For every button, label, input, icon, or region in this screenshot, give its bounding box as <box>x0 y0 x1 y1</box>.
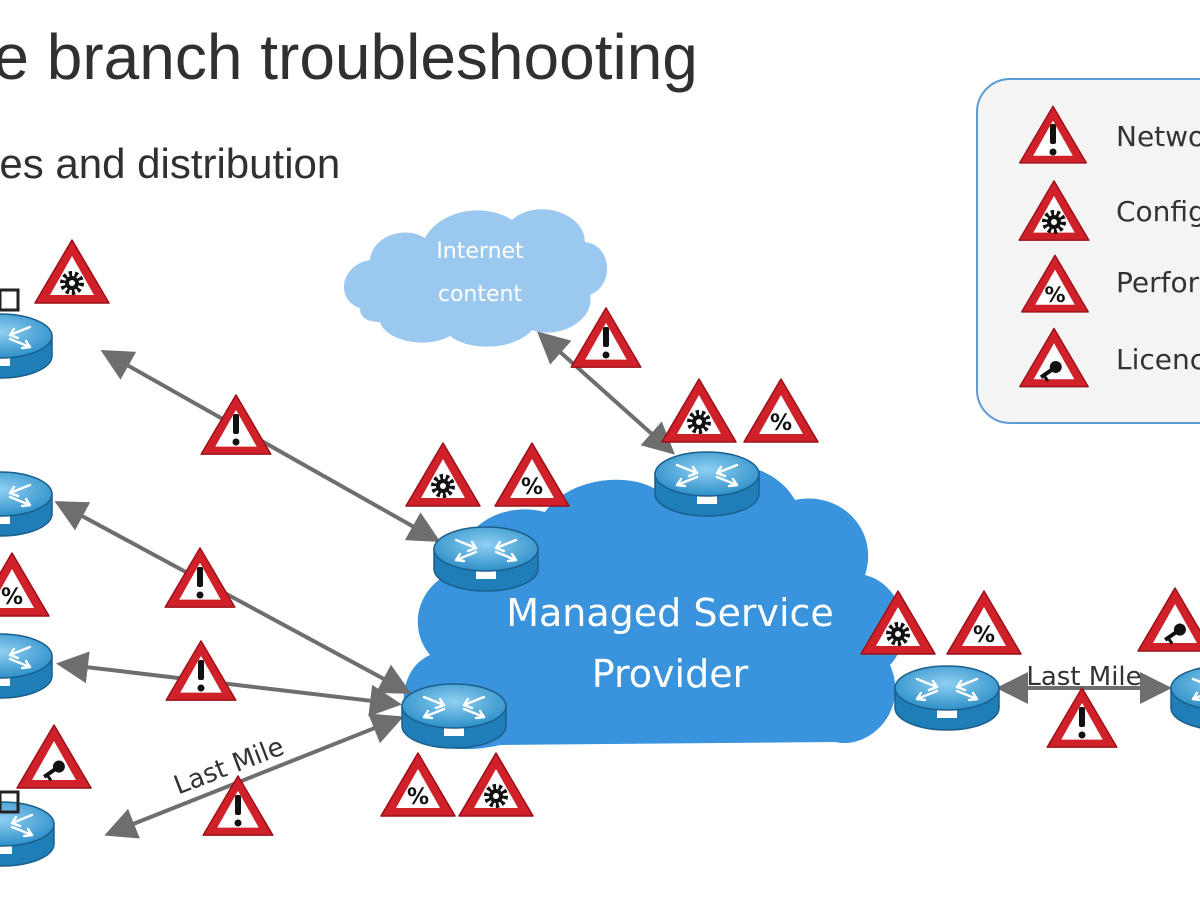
warning-performance-icon: % <box>380 752 456 817</box>
link-branch4-last-mile <box>104 713 404 839</box>
svg-text:%: % <box>770 411 792 436</box>
warning-config-icon <box>405 442 481 507</box>
legend-gear-icon <box>1018 180 1090 241</box>
warning-config-icon <box>458 752 534 817</box>
legend-label-network: Netwo <box>1116 120 1200 153</box>
warning-config-icon <box>34 239 110 304</box>
warning-network-icon <box>164 547 236 608</box>
warning-network-icon <box>165 640 237 701</box>
last-mile-label-right: Last Mile <box>1026 662 1141 692</box>
legend-network-icon <box>1019 105 1087 164</box>
link-internet-to-gateway <box>537 331 675 455</box>
legend-label-configuration: Config <box>1116 195 1200 228</box>
branch-device-edge-1 <box>0 288 20 312</box>
internet-cloud: Internet content <box>343 209 608 347</box>
legend-label-performance: Perfor <box>1116 266 1200 299</box>
link-branch3-to-pe-router <box>56 651 402 717</box>
svg-text:%: % <box>521 475 543 500</box>
slide-title: ote branch troubleshooting <box>0 21 698 93</box>
warning-network-icon <box>200 394 272 455</box>
warning-licence-icon <box>16 724 92 789</box>
legend-label-licence: Licenc <box>1116 343 1200 376</box>
legend-percent-icon: % <box>1021 254 1089 313</box>
msp-cloud: Managed Service Provider <box>403 463 904 750</box>
legend-panel <box>976 78 1200 424</box>
msp-cloud-label-line1: Managed Service <box>506 591 834 635</box>
branch-device-edge-2 <box>0 790 20 814</box>
warning-network-icon <box>1046 687 1118 748</box>
slide-subtitle: ypes and distribution <box>0 140 341 187</box>
warning-config-icon <box>860 590 936 655</box>
msp-cloud-label-line2: Provider <box>592 652 749 696</box>
warning-network-icon <box>202 775 274 836</box>
svg-text:%: % <box>407 785 429 810</box>
warning-licence-icon <box>1137 587 1200 652</box>
internet-cloud-label-line2: content <box>438 282 523 307</box>
warning-performance-icon: % <box>743 378 819 443</box>
warning-config-icon <box>661 378 737 443</box>
svg-text:%: % <box>1 585 23 610</box>
legend-key-icon <box>1019 327 1089 388</box>
warning-performance-icon: % <box>946 590 1022 655</box>
internet-cloud-label-line1: Internet <box>436 239 524 264</box>
warning-performance-icon: % <box>494 442 570 507</box>
warning-performance-icon: % <box>0 552 50 617</box>
svg-text:%: % <box>973 623 995 648</box>
svg-text:%: % <box>1044 283 1065 307</box>
warning-network-icon <box>570 307 642 368</box>
